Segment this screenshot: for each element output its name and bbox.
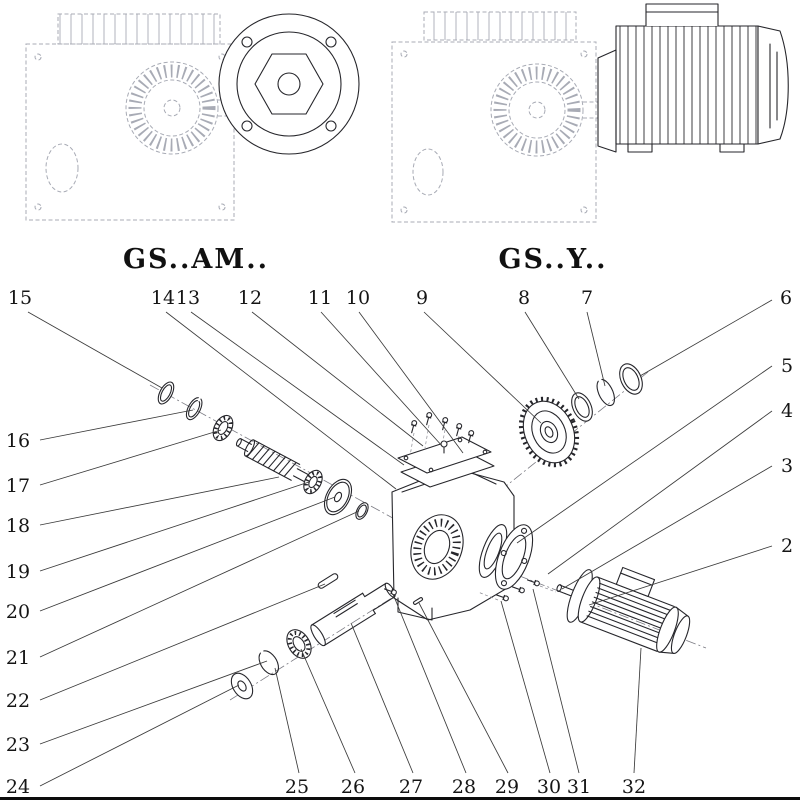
- callout-21: 21: [6, 647, 30, 669]
- part-gear-housing: [391, 467, 515, 621]
- part-washer: [230, 672, 254, 700]
- part-bearing-output: [286, 629, 312, 659]
- callout-15: 15: [8, 287, 32, 309]
- part-motor-bolt: [526, 577, 541, 587]
- callout-9: 9: [416, 287, 428, 309]
- part-retaining-ring: [185, 397, 203, 421]
- part-helical-gear: [518, 396, 580, 468]
- callout-31: 31: [567, 776, 591, 798]
- worm-shaft-axis: [149, 384, 401, 523]
- callout-20: 20: [6, 601, 30, 623]
- callout-28: 28: [452, 776, 476, 798]
- part-seal-ring: [157, 381, 175, 405]
- callout-8: 8: [518, 287, 530, 309]
- leader-lines: [27, 299, 773, 787]
- part-output-shaft: [310, 582, 396, 647]
- part-spacer-ring: [355, 502, 369, 520]
- part-motor: [556, 566, 691, 654]
- callout-5: 5: [781, 355, 793, 377]
- callout-32: 32: [622, 776, 646, 798]
- callout-10: 10: [346, 287, 370, 309]
- part-circlip: [258, 650, 279, 676]
- output-flange-left: [218, 13, 360, 155]
- gearbox-phantom-right: [391, 11, 604, 223]
- callout-4: 4: [781, 400, 793, 422]
- callout-11: 11: [308, 287, 332, 309]
- callout-7: 7: [581, 287, 593, 309]
- callout-18: 18: [6, 515, 30, 537]
- callout-22: 22: [6, 690, 30, 712]
- label-gs-am: GS..AM..: [123, 244, 269, 275]
- label-gs-y: GS..Y..: [499, 244, 608, 275]
- callout-16: 16: [6, 430, 30, 452]
- callout-30: 30: [537, 776, 561, 798]
- part-cover-bolt: [408, 419, 418, 434]
- bottom-edge-line: [0, 797, 800, 800]
- callout-14: 14: [151, 287, 175, 309]
- part-motor-bolt: [511, 584, 526, 594]
- callout-23: 23: [6, 734, 30, 756]
- figure-gs-y: [391, 3, 789, 223]
- callout-labels: 15 14 13 12 11 10 9 8 7 6 5 4 3 2 16 17 …: [6, 287, 793, 798]
- callout-13: 13: [176, 287, 200, 309]
- part-pin: [412, 597, 424, 605]
- callout-24: 24: [6, 776, 30, 798]
- callout-17: 17: [6, 475, 30, 497]
- part-key: [317, 573, 339, 589]
- callout-26: 26: [341, 776, 365, 798]
- callout-29: 29: [495, 776, 519, 798]
- callout-12: 12: [238, 287, 262, 309]
- part-shim-disc: [323, 478, 353, 516]
- part-gear-ring: [571, 392, 593, 422]
- callout-25: 25: [285, 776, 309, 798]
- callout-19: 19: [6, 561, 30, 583]
- gearbox-phantom-left: [25, 13, 256, 221]
- part-vent-plug: [440, 440, 448, 454]
- part-cover-bolt: [423, 411, 433, 426]
- part-cover-bolt: [453, 422, 463, 437]
- part-bearing-worm: [303, 469, 323, 495]
- callout-3: 3: [781, 455, 793, 477]
- exploded-view: [149, 363, 707, 701]
- output-shaft-axis: [229, 576, 426, 701]
- callout-27: 27: [399, 776, 423, 798]
- part-snap-ring: [596, 378, 615, 407]
- callout-6: 6: [780, 287, 792, 309]
- part-end-ring: [619, 363, 643, 395]
- motor-top-view: [597, 3, 789, 153]
- figure-gs-am: [25, 13, 360, 221]
- callout-2: 2: [781, 535, 793, 557]
- part-bearing-input: [212, 414, 234, 442]
- part-output-flange: [494, 524, 534, 590]
